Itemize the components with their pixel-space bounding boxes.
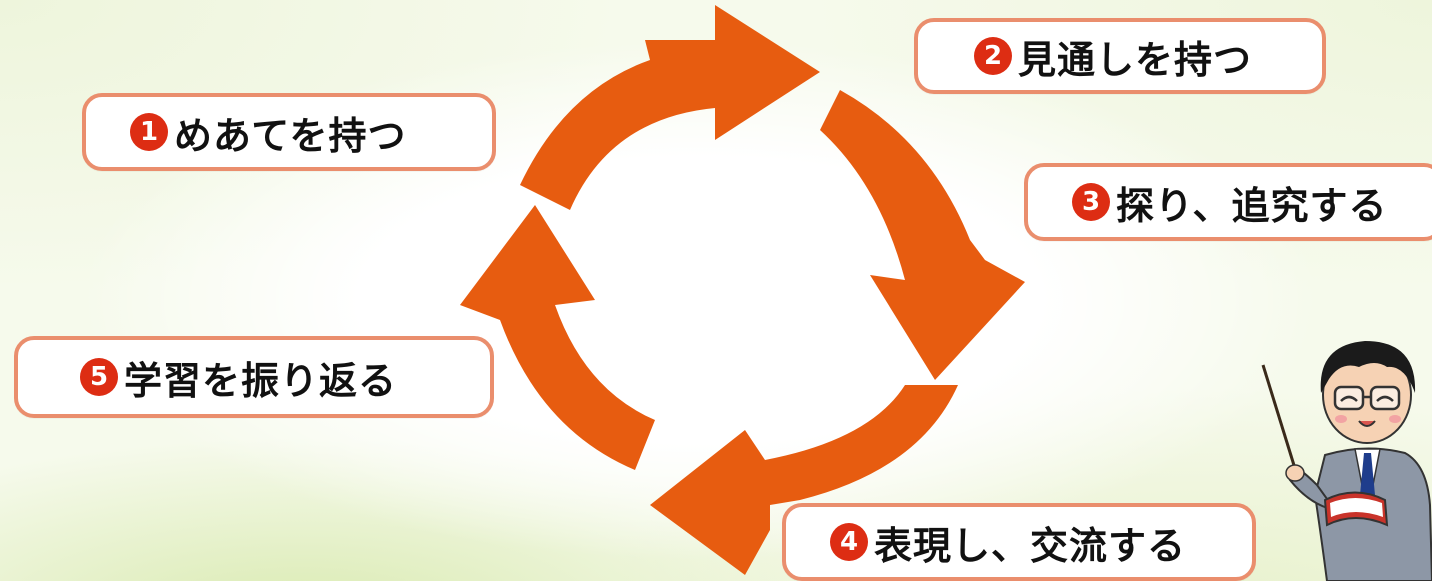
step-2-box: 2 見通しを持つ <box>914 18 1326 94</box>
hair <box>1320 341 1416 393</box>
step-number-badge: 5 <box>80 358 118 396</box>
cycle-arrow-icon <box>460 205 655 470</box>
step-label: めあてを持つ <box>174 113 407 158</box>
step-number-badge: 3 <box>1072 183 1110 221</box>
step-3-box: 3 探り、追究する <box>1024 163 1432 241</box>
cycle-arrow-icon <box>520 5 820 210</box>
step-number-badge: 1 <box>130 113 168 151</box>
pointer-icon <box>1261 364 1299 476</box>
step-label: 探り、追究する <box>1116 183 1388 228</box>
cycle-arrow-icon <box>650 385 958 575</box>
teacher-with-pointer-illustration <box>1261 341 1432 581</box>
step-label: 見通しを持つ <box>1018 37 1253 82</box>
step-number-badge: 4 <box>830 523 868 561</box>
step-1-box: 1 めあてを持つ <box>82 93 496 171</box>
step-5-box: 5 学習を振り返る <box>14 336 494 418</box>
step-4-box: 4 表現し、交流する <box>782 503 1256 581</box>
step-number-badge: 2 <box>974 37 1012 75</box>
cycle-arrow-icon <box>820 90 1025 380</box>
step-label: 表現し、交流する <box>874 523 1187 568</box>
step-label: 学習を振り返る <box>124 358 398 403</box>
